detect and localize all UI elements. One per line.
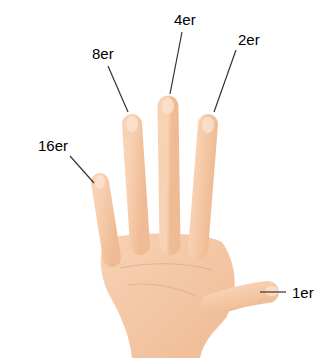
- leader-line: [170, 32, 182, 94]
- finger-value-label: 2er: [238, 32, 260, 47]
- little-finger: [100, 182, 112, 258]
- finger-value-label: 1er: [292, 285, 314, 300]
- hand: [95, 98, 279, 358]
- index-finger: [198, 124, 208, 250]
- nail: [162, 98, 174, 114]
- palm-crease: [128, 284, 196, 296]
- nail: [95, 175, 105, 189]
- nail: [202, 117, 214, 133]
- leader-line: [108, 66, 128, 112]
- nail: [126, 116, 138, 132]
- thumb: [212, 292, 268, 305]
- ring-finger: [132, 124, 140, 245]
- palm-crease: [120, 264, 212, 270]
- finger-value-label: 4er: [174, 12, 196, 27]
- nail: [265, 286, 279, 296]
- finger-value-label: 16er: [38, 138, 68, 153]
- leader-line: [260, 291, 286, 292]
- leader-line: [214, 50, 236, 112]
- leader-line: [70, 156, 94, 183]
- finger-value-label: 8er: [92, 46, 114, 61]
- middle-finger: [168, 106, 170, 245]
